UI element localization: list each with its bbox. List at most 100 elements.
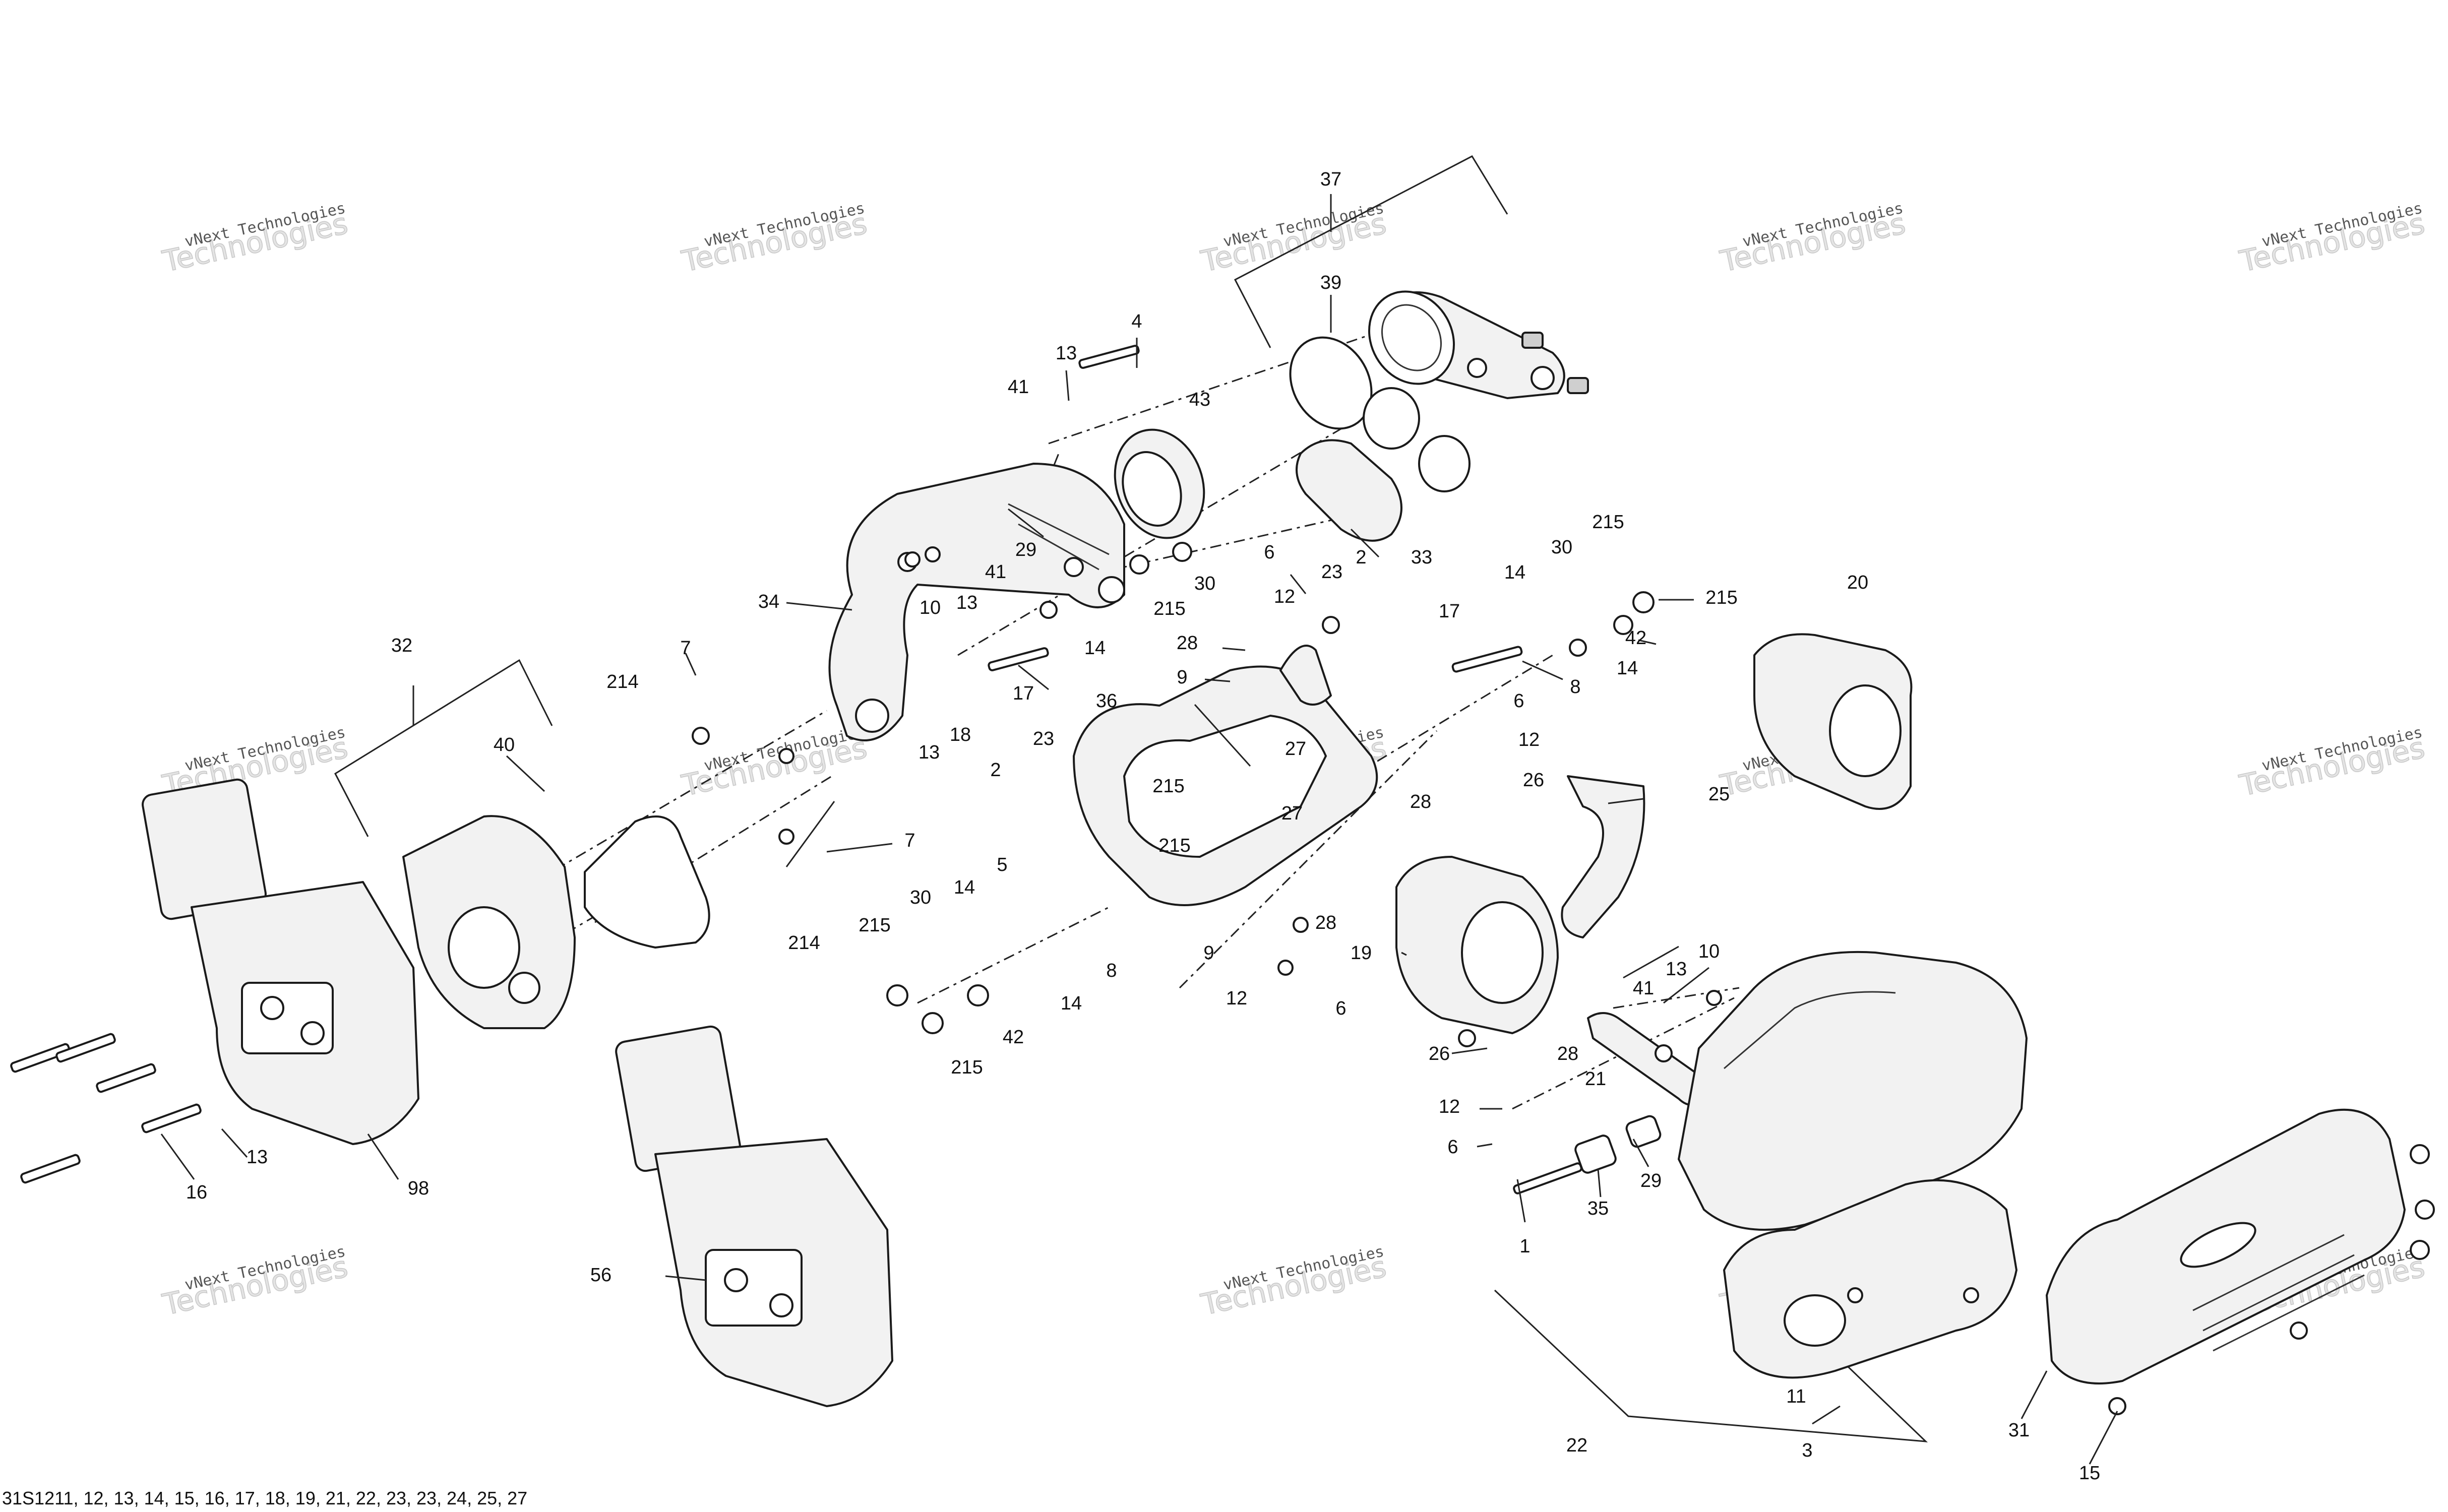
leader-lines: [160, 194, 2118, 1465]
callout-8: 8: [1570, 676, 1580, 698]
callout-214: 214: [606, 671, 638, 692]
callout-28: 28: [1315, 912, 1336, 933]
watermark: Technologies vNext Technologies: [159, 200, 351, 279]
watermark: Technologies vNext Technologies: [1197, 1243, 1389, 1322]
callout-9: 9: [1203, 942, 1214, 964]
throttle-body-19: [1395, 856, 1559, 1034]
callout-17: 17: [1013, 683, 1034, 704]
callout-13: 13: [956, 592, 977, 613]
callout-15: 15: [2079, 1463, 2100, 1484]
callout-27: 27: [1285, 738, 1306, 760]
callout-14: 14: [1084, 638, 1106, 659]
callout-37: 37: [1320, 169, 1341, 190]
cover-31: [2046, 1108, 2406, 1384]
callout-29: 29: [1015, 539, 1036, 560]
group-brackets: [334, 155, 1928, 1442]
gear-housing-32: [402, 815, 576, 1029]
watermark: Technologies vNext Technologies: [2236, 724, 2428, 803]
callout-41: 41: [1633, 978, 1654, 999]
callout-10: 10: [1698, 941, 1720, 962]
callout-33: 33: [1411, 547, 1432, 568]
callout-14: 14: [1504, 562, 1525, 583]
callout-6: 6: [1447, 1137, 1458, 1158]
callout-215: 215: [951, 1057, 983, 1078]
callout-29: 29: [1640, 1170, 1662, 1191]
callout-215: 215: [1152, 776, 1184, 797]
watermark: Technologies vNext Technologies: [1197, 200, 1389, 279]
callout-28: 28: [1177, 633, 1198, 654]
bushing-43: [1114, 428, 1205, 539]
callout-14: 14: [1617, 658, 1638, 679]
callout-18: 18: [950, 724, 971, 745]
callout-13: 13: [919, 742, 940, 763]
callout-21: 21: [1585, 1068, 1606, 1090]
actuator-56: [615, 1025, 893, 1407]
callout-30: 30: [1194, 573, 1215, 594]
callout-6: 6: [1335, 998, 1346, 1019]
seal-ring-2: [1418, 435, 1471, 492]
bracket-32: [334, 659, 553, 837]
callout-215: 215: [1158, 835, 1190, 856]
airbox-22: [1723, 1179, 2017, 1379]
callout-17: 17: [1439, 601, 1460, 622]
callout-56: 56: [590, 1265, 611, 1286]
callout-30: 30: [910, 887, 931, 908]
callout-214: 214: [788, 932, 820, 954]
callout-36: 36: [1096, 690, 1117, 712]
callout-215: 215: [1153, 598, 1185, 619]
bracket-25: [1561, 775, 1645, 938]
callout-3: 3: [1802, 1440, 1812, 1461]
callout-16: 16: [186, 1182, 207, 1203]
callout-42: 42: [1003, 1027, 1024, 1048]
callout-215: 215: [1592, 512, 1624, 533]
gasket-40: [584, 815, 710, 949]
callout-215: 215: [859, 915, 890, 936]
callout-40: 40: [494, 734, 515, 755]
callout-41: 41: [1008, 376, 1029, 398]
housing-20: [1753, 633, 1913, 810]
fasteners: [10, 345, 2435, 1415]
callout-13: 13: [1666, 959, 1687, 980]
callout-31: 31: [2008, 1420, 2030, 1441]
watermark: Technologies vNext Technologies: [678, 200, 870, 279]
frame-36: [1073, 645, 1378, 906]
watermark: Technologies vNext Technologies: [2236, 200, 2428, 279]
bearing-housing-37: [1368, 290, 1589, 399]
callout-12: 12: [1439, 1096, 1460, 1117]
actuator-98: [142, 778, 419, 1145]
callout-7: 7: [680, 638, 691, 659]
callout-41: 41: [985, 561, 1006, 583]
callout-10: 10: [920, 597, 941, 618]
callout-14: 14: [954, 877, 975, 898]
callout-28: 28: [1410, 791, 1431, 812]
callout-7: 7: [904, 830, 915, 851]
callout-2: 2: [1356, 547, 1366, 568]
callout-98: 98: [408, 1178, 429, 1199]
callout-11: 11: [1786, 1386, 1806, 1407]
callout-23: 23: [1321, 561, 1342, 583]
callout-12: 12: [1226, 988, 1247, 1009]
seal-ring: [1363, 387, 1420, 450]
callout-19: 19: [1351, 942, 1372, 964]
watermark: Technologies vNext Technologies: [159, 1243, 351, 1322]
callout-43: 43: [1189, 389, 1210, 410]
callout-215: 215: [1705, 587, 1737, 608]
callout-13: 13: [1056, 343, 1077, 364]
callout-27: 27: [1281, 803, 1303, 824]
callout-30: 30: [1551, 537, 1572, 558]
bracket-37: [1234, 155, 1508, 348]
callout-6: 6: [1513, 690, 1524, 712]
callout-6: 6: [1264, 542, 1274, 563]
part-reference-footer: 31S1211, 12, 13, 14, 15, 16, 17, 18, 19,…: [2, 1488, 527, 1508]
callout-14: 14: [1061, 993, 1082, 1014]
parts: [10, 290, 2435, 1415]
intake-duct: [1678, 951, 2028, 1231]
callout-35: 35: [1587, 1198, 1609, 1219]
callout-32: 32: [391, 635, 412, 656]
callout-13: 13: [247, 1147, 268, 1168]
callout-26: 26: [1523, 770, 1544, 791]
watermark: Technologies vNext Technologies: [1717, 200, 1909, 279]
callout-1: 1: [1519, 1236, 1530, 1257]
callout-34: 34: [758, 591, 779, 612]
